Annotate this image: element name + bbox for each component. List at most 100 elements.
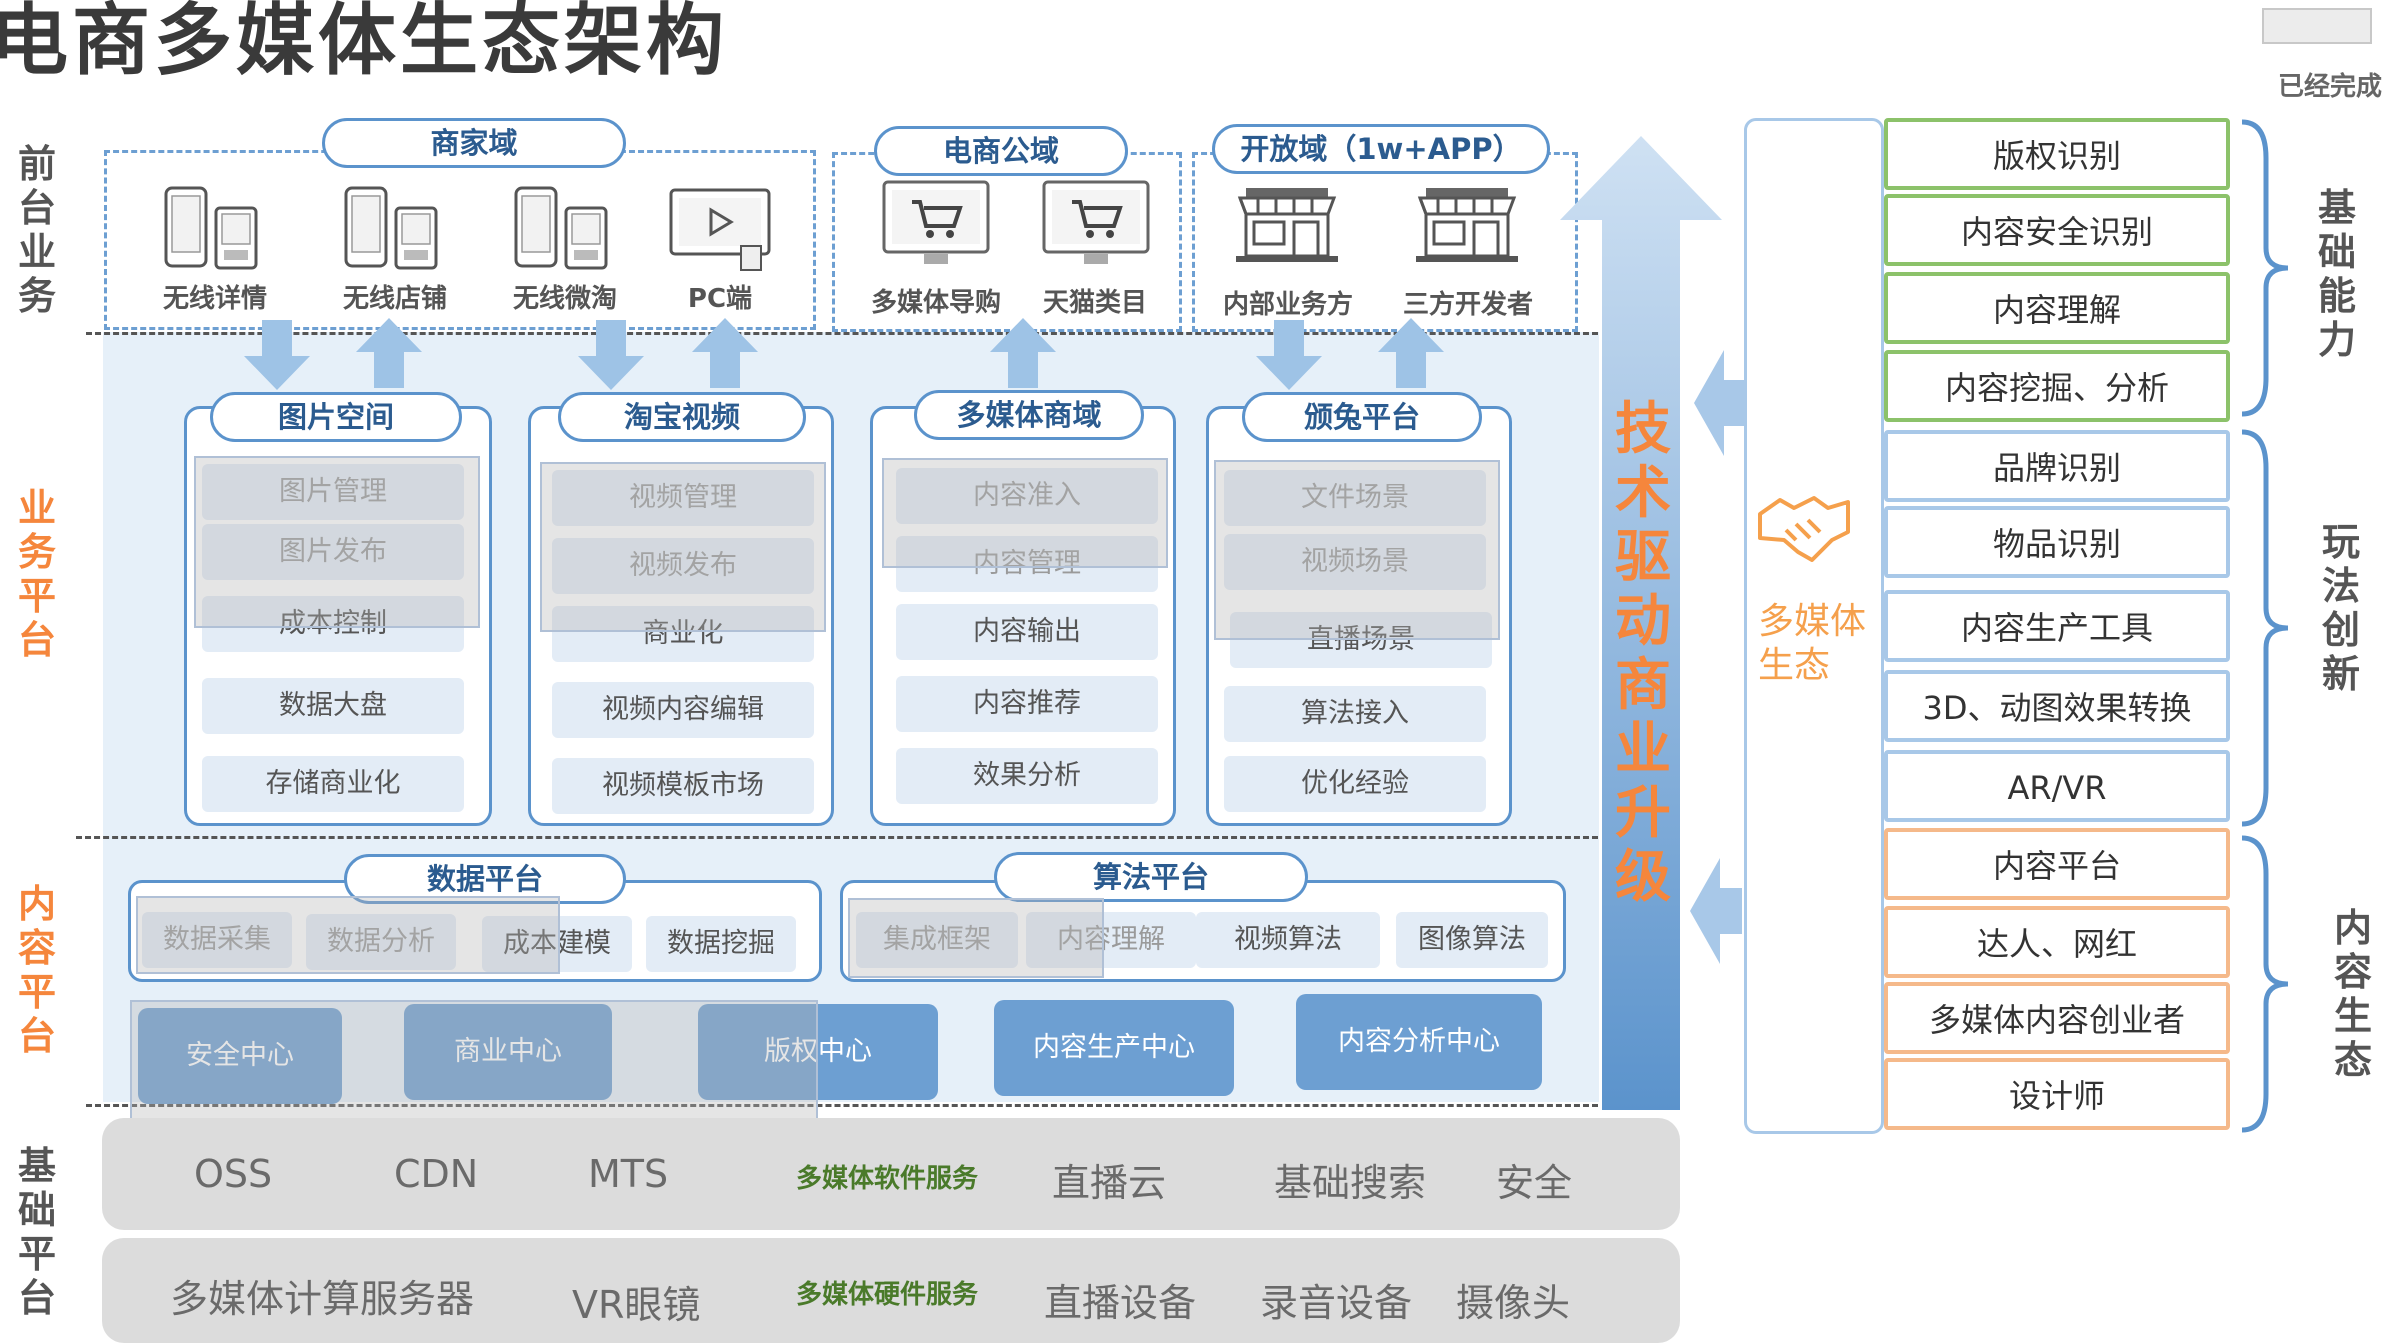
capability-item: 版权识别 [1884, 118, 2230, 190]
center-security: 安全中心 [138, 1008, 342, 1104]
shopping-cart-monitor-icon: 多媒体导购 [866, 176, 1006, 318]
base-item: CDN [394, 1152, 479, 1196]
domain-item-label: 天猫类目 [1042, 288, 1147, 318]
overlay-highlight [882, 458, 1168, 568]
module-item: 图片发布 [202, 524, 464, 580]
brace-play-icon [2241, 429, 2289, 827]
module-item: 效果分析 [896, 748, 1158, 804]
base-item: 基础搜索 [1274, 1161, 1427, 1205]
module-item: 内容管理 [896, 536, 1158, 592]
label-content-ecosystem: 内容生态 [2333, 906, 2372, 1082]
capability-item: 达人、网红 [1884, 906, 2230, 978]
base-item: 录音设备 [1260, 1281, 1413, 1325]
platform-item: 图像算法 [1396, 912, 1548, 968]
center-business: 商业中心 [404, 1004, 612, 1100]
algo-platform-title: 算法平台 [994, 852, 1308, 902]
public-domain-title: 电商公域 [874, 126, 1128, 176]
overlay-highlight [194, 456, 480, 628]
module-title: 淘宝视频 [558, 392, 806, 442]
separator-content [86, 1104, 1598, 1107]
module-item: 内容准入 [896, 468, 1158, 524]
module-item: 视频内容编辑 [552, 682, 814, 738]
domain-item-label: 无线微淘 [512, 284, 617, 314]
platform-item: 集成框架 [856, 912, 1018, 968]
overlay-highlight [1214, 460, 1500, 640]
module-item: 图片管理 [202, 464, 464, 520]
label-basic-capability: 基础能力 [2317, 186, 2356, 362]
mobile-tablet-icon: 无线微淘 [500, 184, 630, 314]
domain-item-label: 内部业务方 [1222, 290, 1353, 320]
ecosystem-frame [1744, 118, 1884, 1134]
module-title: 多媒体商域 [914, 390, 1144, 440]
capability-item: 多媒体内容创业者 [1884, 982, 2230, 1054]
platform-item: 内容理解 [1026, 912, 1196, 968]
label-business: 业务平台 [17, 486, 56, 662]
open-domain-title: 开放域（1w+APP） [1212, 124, 1550, 174]
page-title: 电商多媒体生态架构 [0, 0, 729, 86]
base-item: OSS [194, 1152, 273, 1196]
module-item: 优化经验 [1224, 756, 1486, 812]
base-hardware-row [102, 1238, 1680, 1343]
arrow-left-icon [1694, 350, 1746, 456]
overlay-highlight [540, 462, 826, 632]
arrow-up-icon [990, 318, 1056, 388]
platform-item: 数据挖掘 [646, 916, 796, 972]
capability-item: 内容挖掘、分析 [1884, 350, 2230, 422]
label-front: 前台业务 [17, 142, 56, 318]
module-item: 成本控制 [202, 596, 464, 652]
module-item: 存储商业化 [202, 756, 464, 812]
label-base: 基础平台 [17, 1144, 56, 1320]
module-title: 颁兔平台 [1242, 392, 1482, 442]
brace-basic-icon [2241, 119, 2289, 417]
capability-item: 物品识别 [1884, 506, 2230, 578]
module-item: 视频模板市场 [552, 758, 814, 814]
data-platform-title: 数据平台 [344, 854, 626, 904]
base-item: VR眼镜 [572, 1283, 701, 1327]
capability-item: 设计师 [1884, 1058, 2230, 1130]
module-item: 数据大盘 [202, 678, 464, 734]
module-item: 视频场景 [1224, 534, 1486, 590]
capability-item: AR/VR [1884, 750, 2230, 822]
center-content-analysis: 内容分析中心 [1296, 994, 1542, 1090]
hardware-service-label: 多媒体硬件服务 [796, 1280, 979, 1310]
tech-upgrade-arrow-icon [1560, 136, 1722, 1110]
separator-business [76, 836, 1598, 839]
domain-item-label: 无线详情 [162, 284, 267, 314]
module-item: 内容推荐 [896, 676, 1158, 732]
domain-item-label: PC端 [687, 284, 753, 314]
overlay-highlight [136, 896, 560, 974]
brace-content-icon [2241, 835, 2289, 1133]
label-play-innovation: 玩法创新 [2321, 520, 2360, 696]
separator-front [86, 332, 1598, 335]
module-item: 视频发布 [552, 538, 814, 594]
platform-item: 数据采集 [142, 912, 292, 968]
arrow-up-icon [356, 318, 422, 388]
capability-item: 3D、动图效果转换 [1884, 670, 2230, 742]
platform-item: 成本建模 [482, 916, 632, 972]
storefront-icon: 内部业务方 [1218, 184, 1358, 320]
module-item: 商业化 [552, 606, 814, 662]
arrow-down-icon [1256, 320, 1322, 390]
capability-item: 内容安全识别 [1884, 194, 2230, 266]
center-copyright: 版权中心 [698, 1004, 938, 1100]
capability-item: 内容理解 [1884, 272, 2230, 344]
module-title: 图片空间 [210, 392, 462, 442]
base-item: 直播设备 [1044, 1281, 1197, 1325]
module-item: 文件场景 [1224, 470, 1486, 526]
mobile-tablet-icon: 无线详情 [150, 184, 280, 314]
capability-item: 内容平台 [1884, 828, 2230, 900]
capability-item: 品牌识别 [1884, 430, 2230, 502]
shopping-cart-monitor-icon: 天猫类目 [1030, 176, 1160, 318]
tech-arrow-text: 技术驱动商业升级 [1615, 397, 1671, 910]
storefront-icon: 三方开发者 [1398, 184, 1538, 320]
merchant-domain-title: 商家域 [322, 118, 626, 168]
domain-item-label: 三方开发者 [1402, 290, 1533, 320]
overlay-highlight [848, 898, 1104, 978]
status-text: 已经完成 [2278, 72, 2383, 102]
pc-monitor-icon: PC端 [660, 184, 780, 314]
domain-item-label: 多媒体导购 [870, 288, 1001, 318]
label-content: 内容平台 [17, 882, 56, 1058]
ecosystem-text: 多媒体生态 [1758, 601, 1867, 686]
base-item: 直播云 [1052, 1161, 1167, 1205]
platform-item: 数据分析 [306, 914, 456, 970]
